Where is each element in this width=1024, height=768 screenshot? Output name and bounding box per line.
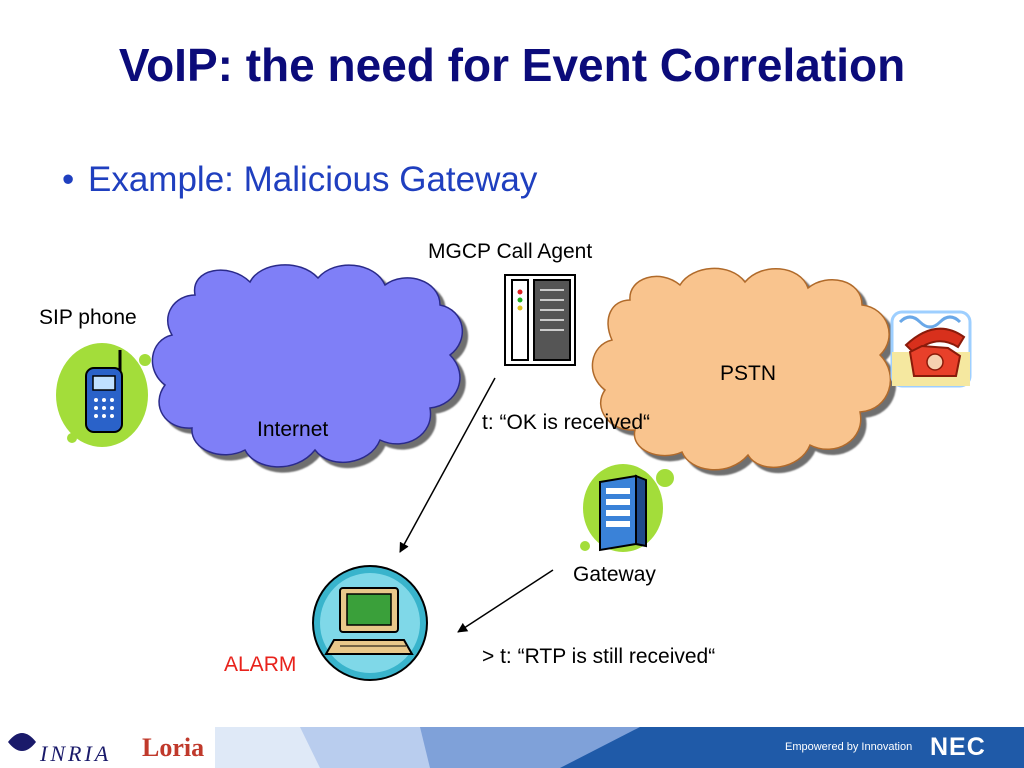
telephone-icon: [890, 310, 972, 388]
bullet-dot: •: [62, 160, 75, 199]
pstn-cloud: [591, 267, 891, 471]
footer-tagline: Empowered by Innovation: [785, 741, 913, 753]
loria-logo: Loria: [142, 733, 205, 762]
gateway-server-icon: [580, 464, 674, 552]
computer-icon: [312, 565, 428, 681]
bullet-item: • Example: Malicious Gateway: [62, 160, 537, 200]
ok-received-label: t: “OK is received“: [482, 411, 651, 434]
inria-logo: INRIA: [40, 741, 112, 766]
nec-logo: NEC: [930, 733, 986, 761]
bullet-text: Example: Malicious Gateway: [88, 160, 538, 199]
gateway-label: Gateway: [573, 563, 656, 586]
arrow-gateway-to-alarm: [457, 569, 554, 633]
pstn-label: PSTN: [720, 362, 777, 385]
alarm-label: ALARM: [224, 653, 297, 676]
sip-phone-label: SIP phone: [39, 306, 137, 329]
mgcp-call-agent-label: MGCP Call Agent: [428, 240, 593, 263]
rtp-received-label: > t: “RTP is still received“: [482, 645, 716, 668]
mobile-phone-icon: [56, 343, 151, 447]
server-icon: [504, 274, 576, 366]
inria-logo-mark: [8, 733, 36, 751]
slide-title: VoIP: the need for Event Correlation: [118, 39, 906, 91]
internet-cloud: [151, 264, 464, 468]
internet-label: Internet: [257, 418, 329, 441]
arrow-ok-to-alarm: [399, 377, 496, 553]
